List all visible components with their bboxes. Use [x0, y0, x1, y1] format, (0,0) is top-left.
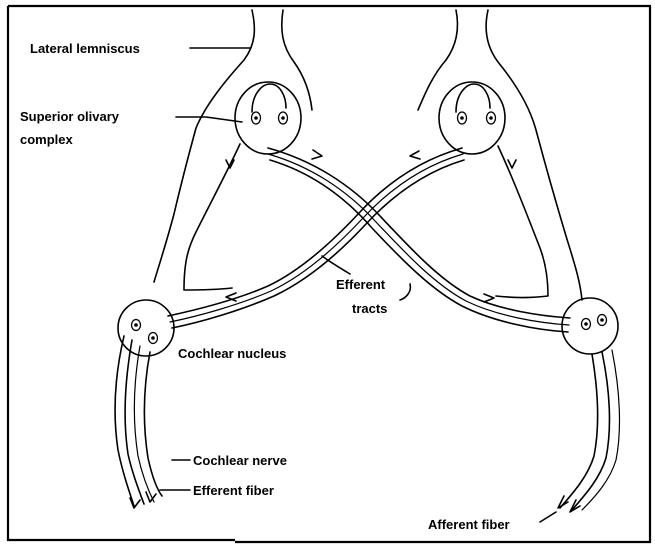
label-afferent-fiber: Afferent fiber: [428, 517, 510, 532]
left-cochlear-nucleus: [118, 300, 174, 356]
label-superior-olivary-complex-line2: complex: [20, 132, 74, 147]
label-cochlear-nucleus: Cochlear nucleus: [178, 346, 286, 361]
right-cochlear-nucleus: [562, 298, 618, 354]
label-efferent-tracts-line2: tracts: [352, 301, 387, 316]
label-efferent-fiber: Efferent fiber: [193, 483, 274, 498]
tract-left-to-right: [268, 148, 570, 332]
label-cochlear-nerve: Cochlear nerve: [193, 453, 287, 468]
label-efferent-tracts: Efferent: [336, 277, 386, 292]
left-brainstem-outline: [154, 10, 312, 290]
label-lateral-lemniscus: Lateral lemniscus: [30, 41, 140, 56]
left-superior-olivary-complex: [235, 82, 301, 154]
left-cochlear-nerve-bundle: [115, 336, 162, 508]
right-superior-olivary-complex: [439, 82, 505, 154]
figure-frame: [8, 6, 650, 542]
right-cochlear-nerve-bundle: [558, 350, 619, 512]
tract-right-to-left: [168, 148, 464, 328]
label-superior-olivary-complex: Superior olivary: [20, 109, 120, 124]
